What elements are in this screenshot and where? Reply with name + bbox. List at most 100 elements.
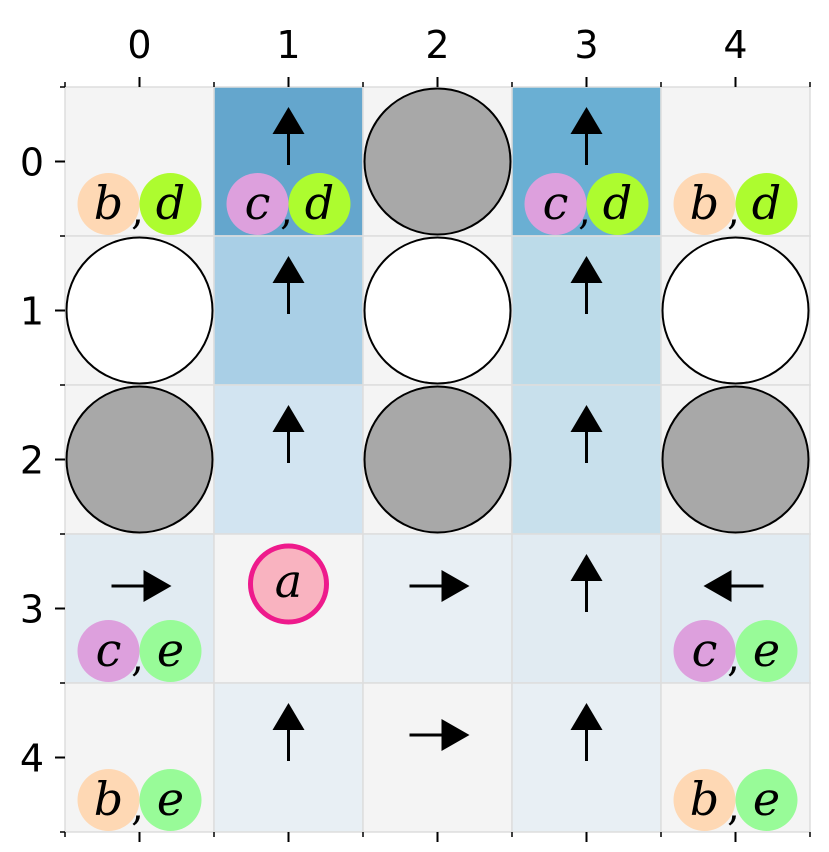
tag-right-letter: e	[157, 772, 184, 826]
arrow-up-icon	[272, 405, 305, 463]
col-label: 1	[276, 23, 300, 67]
arrow-left-icon	[703, 570, 764, 602]
tag-left-circle	[673, 769, 736, 831]
tag-separator: ,	[131, 784, 144, 830]
arrow-right-icon	[111, 570, 172, 602]
cell-tag-pair: c, d	[524, 173, 649, 235]
tag-right-letter: e	[157, 623, 184, 677]
arrow-head	[570, 256, 603, 283]
gray-obstacle-circle	[363, 385, 512, 534]
col-label: 0	[127, 23, 151, 67]
cell-tag-pair: c, e	[77, 620, 202, 682]
tag-right-letter: e	[753, 772, 780, 826]
arrow-up-icon	[272, 107, 305, 165]
tag-separator: ,	[727, 635, 740, 681]
arrow-right-icon	[409, 719, 470, 751]
row-label: 3	[20, 588, 44, 632]
cell-tag-pair: b, e	[77, 769, 202, 831]
tag-left-letter: b	[94, 176, 123, 230]
cell-tag-pair: c, e	[673, 620, 798, 682]
row-label: 2	[20, 439, 44, 483]
arrow-head	[570, 554, 603, 581]
tag-separator: ,	[578, 188, 591, 234]
arrow-head	[272, 256, 305, 283]
gray-obstacle-circle	[661, 385, 810, 534]
tag-separator: ,	[131, 188, 144, 234]
tag-left-circle	[77, 769, 140, 831]
tag-left-circle	[673, 620, 736, 682]
grid-cell	[362, 682, 513, 833]
tag-left-letter: c	[543, 176, 569, 230]
col-label: 2	[425, 23, 449, 67]
axes-layer: 0 1 2 3 4 0 1 2 3 4	[20, 23, 811, 842]
tag-right-circle	[139, 769, 202, 831]
tag-left-letter: b	[690, 176, 719, 230]
grid-cell	[362, 533, 513, 684]
arrow-head	[272, 107, 305, 134]
tag-right-circle	[735, 173, 798, 235]
tag-right-letter: e	[753, 623, 780, 677]
gray-obstacle-circle	[363, 87, 512, 236]
arrow-head	[570, 107, 603, 134]
row-label: 4	[20, 737, 44, 781]
tag-right-circle	[139, 173, 202, 235]
arrow-up-icon	[570, 405, 603, 463]
gray-obstacle-circle	[65, 385, 214, 534]
agent-marker: a	[248, 543, 329, 625]
arrow-up-icon	[570, 256, 603, 314]
tag-left-circle	[77, 620, 140, 682]
tag-left-letter: c	[245, 176, 271, 230]
tag-left-circle	[77, 173, 140, 235]
arrow-head	[570, 703, 603, 730]
tag-right-letter: d	[156, 176, 185, 230]
tag-right-circle	[735, 620, 798, 682]
arrow-head	[272, 405, 305, 432]
tag-left-circle	[673, 173, 736, 235]
tag-left-letter: c	[692, 623, 718, 677]
arrow-head	[441, 719, 470, 751]
white-obstacle-circle	[363, 236, 512, 385]
cell-tag-pair: c, d	[226, 173, 351, 235]
tag-left-circle	[226, 173, 289, 235]
tag-right-circle	[586, 173, 649, 235]
tag-left-letter: b	[94, 772, 123, 826]
agent-label: a	[275, 554, 302, 608]
tag-separator: ,	[727, 784, 740, 830]
cell-tag-pair: b, d	[77, 173, 202, 235]
tag-right-circle	[288, 173, 351, 235]
tag-right-letter: d	[603, 176, 632, 230]
tag-left-letter: b	[690, 772, 719, 826]
arrow-right-icon	[409, 570, 470, 602]
cell-tag-pair: b, d	[673, 173, 798, 235]
arrow-up-icon	[272, 256, 305, 314]
arrow-head	[441, 570, 470, 602]
tag-separator: ,	[131, 635, 144, 681]
arrow-head	[703, 570, 732, 602]
arrow-up-icon	[570, 703, 603, 761]
cell-tag-pair: b, e	[673, 769, 798, 831]
obstacle-layer	[65, 87, 810, 534]
tag-right-letter: d	[752, 176, 781, 230]
col-label: 3	[574, 23, 598, 67]
agent-layer: a	[248, 543, 329, 625]
tag-right-circle	[139, 620, 202, 682]
arrow-up-icon	[570, 107, 603, 165]
tag-right-letter: d	[305, 176, 334, 230]
tag-left-letter: c	[96, 623, 122, 677]
arrow-head	[272, 703, 305, 730]
arrow-head	[570, 405, 603, 432]
tag-left-circle	[524, 173, 587, 235]
arrow-up-icon	[570, 554, 603, 612]
row-label: 0	[20, 141, 44, 185]
arrow-up-icon	[272, 703, 305, 761]
col-label: 4	[723, 23, 747, 67]
white-obstacle-circle	[65, 236, 214, 385]
tag-right-circle	[735, 769, 798, 831]
tag-separator: ,	[280, 188, 293, 234]
arrow-head	[143, 570, 172, 602]
tag-separator: ,	[727, 188, 740, 234]
agent-circle	[248, 543, 329, 625]
row-label: 1	[20, 290, 44, 334]
